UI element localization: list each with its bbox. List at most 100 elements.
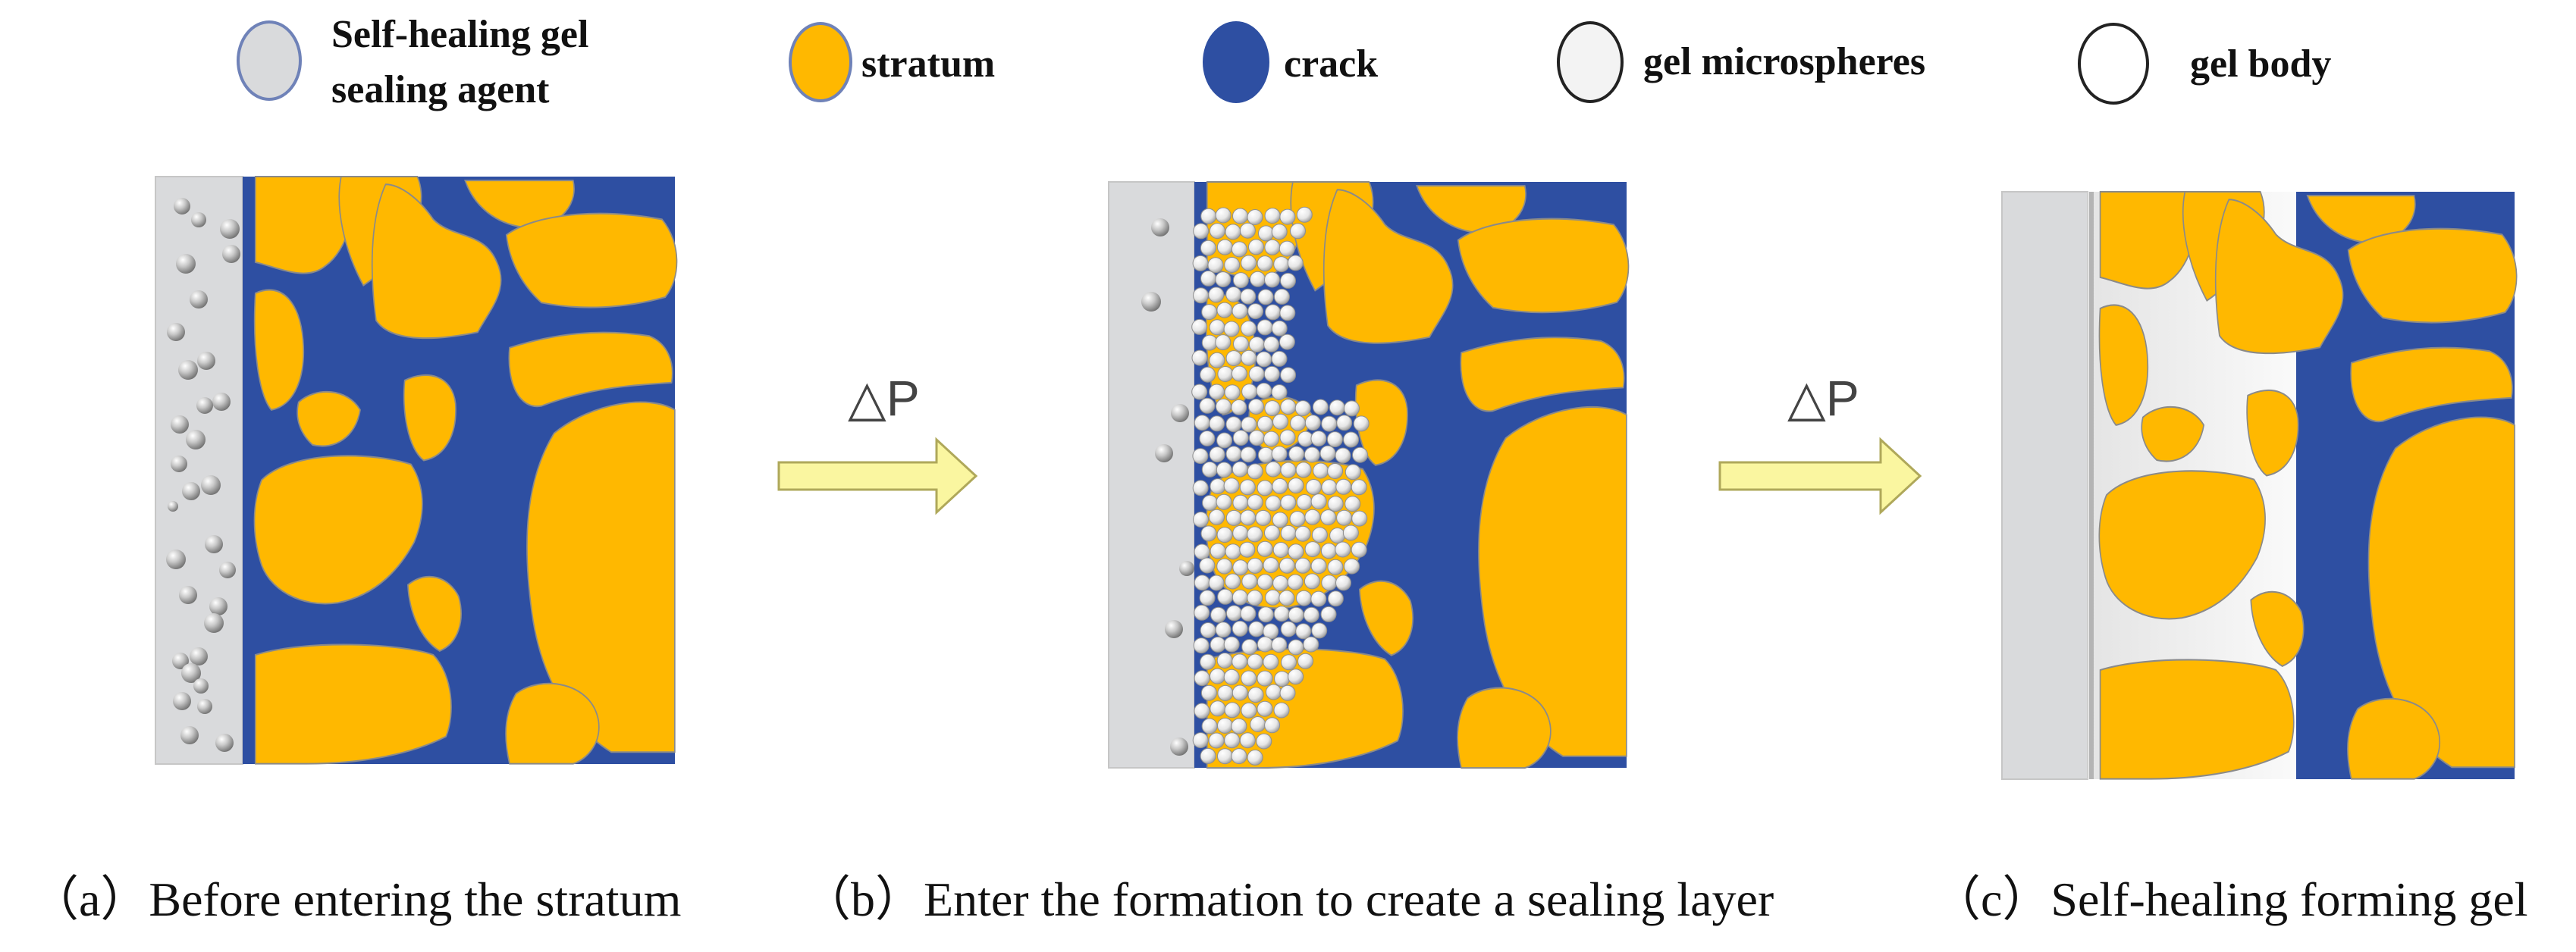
gel-microsphere (1247, 687, 1264, 703)
gel-microsphere (1208, 732, 1225, 749)
gel-microsphere (1208, 575, 1225, 591)
gel-microsphere (1264, 717, 1281, 734)
gel-microsphere (1193, 223, 1210, 240)
gel-microsphere (1289, 511, 1306, 527)
gel-microsphere (1344, 400, 1360, 417)
gel-microsphere (1225, 287, 1242, 302)
gel-microsphere (1296, 590, 1312, 606)
gel-microsphere (1248, 621, 1265, 637)
panel-c-sealing-agent-column (2001, 191, 2088, 780)
gel-microsphere (1232, 684, 1248, 701)
gel-microsphere (1304, 446, 1320, 463)
gel-microsphere (1200, 684, 1217, 701)
gel-microsphere (1193, 512, 1209, 528)
gel-microsphere (1273, 702, 1290, 719)
legend: Self-healing gel sealing agent stratum c… (237, 13, 2331, 111)
gel-microsphere (1257, 540, 1273, 557)
gel-microsphere (1191, 384, 1208, 400)
gel-microsphere (1344, 558, 1360, 575)
gel-microsphere (1321, 479, 1338, 496)
gel-microsphere (1210, 543, 1226, 559)
gel-microsphere (1290, 223, 1306, 240)
gel-microsphere (1312, 399, 1329, 415)
gel-microsphere (1216, 653, 1233, 669)
gel-microsphere (1225, 543, 1241, 560)
gel-microsphere (1217, 588, 1234, 605)
gel-microsphere (1194, 703, 1210, 719)
gel-microsphere (1264, 400, 1281, 417)
gel-microsphere (1296, 206, 1313, 223)
gel-microsphere (1272, 413, 1288, 430)
gel-microsphere (1271, 350, 1288, 367)
gel-microsphere (1210, 478, 1226, 495)
gel-microsphere (1279, 305, 1296, 321)
gel-microsphere (1265, 589, 1282, 606)
gel-microsphere (1209, 223, 1225, 240)
gel-microsphere (1209, 509, 1225, 525)
gel-microsphere (1215, 622, 1232, 638)
gel-body-swatch (2078, 23, 2149, 105)
gel-microsphere (1231, 365, 1247, 382)
gel-microsphere (1321, 415, 1338, 432)
gel-microsphere (1295, 462, 1312, 478)
gel-microsphere (1248, 430, 1265, 446)
gel-microsphere (1344, 464, 1361, 481)
gel-microsphere (1263, 557, 1279, 574)
gel-microsphere (1279, 208, 1296, 225)
gel-microsphere (1209, 352, 1225, 368)
gel-microsphere (1310, 558, 1327, 575)
gel-microsphere (1225, 446, 1242, 462)
panel-c (2001, 190, 2518, 780)
gel-microsphere (1209, 384, 1225, 400)
gel-microsphere (1247, 463, 1263, 480)
gel-microsphere (1257, 255, 1273, 272)
caption-c: （c）Self-healing forming gel (1932, 872, 2528, 926)
gel-microsphere (1247, 749, 1263, 766)
gel-microsphere (1279, 429, 1296, 446)
gel-microsphere (1241, 416, 1257, 433)
gel-microsphere (1280, 525, 1297, 541)
gel-microsphere (1320, 606, 1337, 622)
gel-microsphere (1240, 509, 1257, 526)
legend-sealing-agent-line2: sealing agent (331, 68, 550, 111)
gel-microsphere (1240, 606, 1257, 622)
gel-microsphere (1200, 240, 1216, 256)
legend-stratum: stratum (861, 42, 995, 86)
gel-microsphere (1288, 478, 1304, 494)
gel-microsphere (1288, 446, 1305, 462)
gel-microsphere (1327, 590, 1344, 607)
gel-microsphere (1287, 574, 1304, 590)
gel-microsphere (1271, 446, 1288, 462)
gel-microsphere (1216, 432, 1233, 449)
gel-microsphere (1271, 637, 1288, 653)
gel-microsphere (1320, 543, 1337, 559)
gel-microsphere (1192, 448, 1209, 465)
gel-microsphere (1194, 575, 1210, 591)
gel-microsphere (1209, 319, 1225, 336)
gel-microsphere (1288, 669, 1304, 685)
gel-microsphere (1310, 431, 1327, 447)
gel-microsphere (1192, 255, 1209, 271)
gel-microsphere (1210, 636, 1226, 653)
gel-microsphere (1225, 224, 1241, 240)
gel-microsphere (1263, 336, 1280, 352)
gel-microsphere (1201, 718, 1218, 734)
panel-b (1108, 180, 1630, 769)
gel-microsphere (1217, 717, 1233, 734)
gel-microsphere (1274, 671, 1291, 687)
gel-microsphere (1199, 431, 1216, 446)
gel-microsphere (1210, 700, 1226, 717)
gel-microsphere (1264, 239, 1281, 255)
gel-microsphere (1239, 479, 1256, 496)
gel-microsphere (1215, 207, 1232, 224)
arrow-shape-1 (777, 437, 978, 515)
gel-microsphere (1247, 526, 1263, 543)
gel-microsphere (1194, 670, 1210, 687)
gel-microsphere (1217, 684, 1234, 701)
gel-microsphere (1303, 606, 1319, 623)
gel-microsphere (1257, 289, 1274, 305)
gel-microsphere (1210, 668, 1225, 684)
gel-microsphere (1273, 288, 1290, 305)
gel-microsphere (1310, 493, 1327, 510)
gel-microsphere (1224, 257, 1241, 273)
